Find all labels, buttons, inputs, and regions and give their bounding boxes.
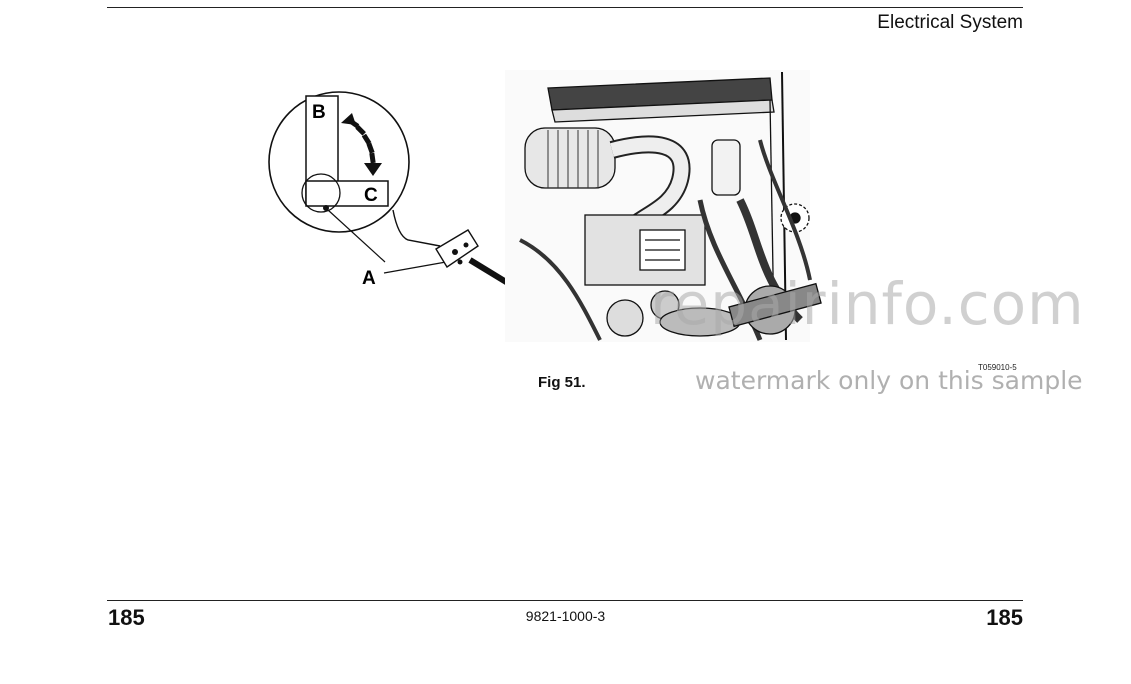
document-code: 9821-1000-3 bbox=[525, 608, 606, 624]
rotation-arrow-icon bbox=[341, 113, 382, 176]
footer-rule bbox=[107, 600, 1023, 601]
header-rule bbox=[107, 7, 1023, 8]
switch-detail-callout: B C bbox=[268, 91, 441, 263]
label-a: A bbox=[362, 268, 376, 289]
watermark-site: repairinfo.com bbox=[650, 270, 1085, 338]
label-b: B bbox=[312, 102, 326, 123]
page-number-right: 185 bbox=[986, 605, 1023, 630]
engine-bay bbox=[505, 70, 822, 342]
watermark-note: watermark only on this sample bbox=[695, 366, 1083, 395]
page-number-left: 185 bbox=[108, 605, 145, 630]
figure-reference-code: T059010-5 bbox=[978, 363, 1017, 372]
label-c: C bbox=[364, 185, 378, 206]
section-title: Electrical System bbox=[877, 12, 1023, 33]
figure-caption: Fig 51. bbox=[538, 374, 586, 391]
